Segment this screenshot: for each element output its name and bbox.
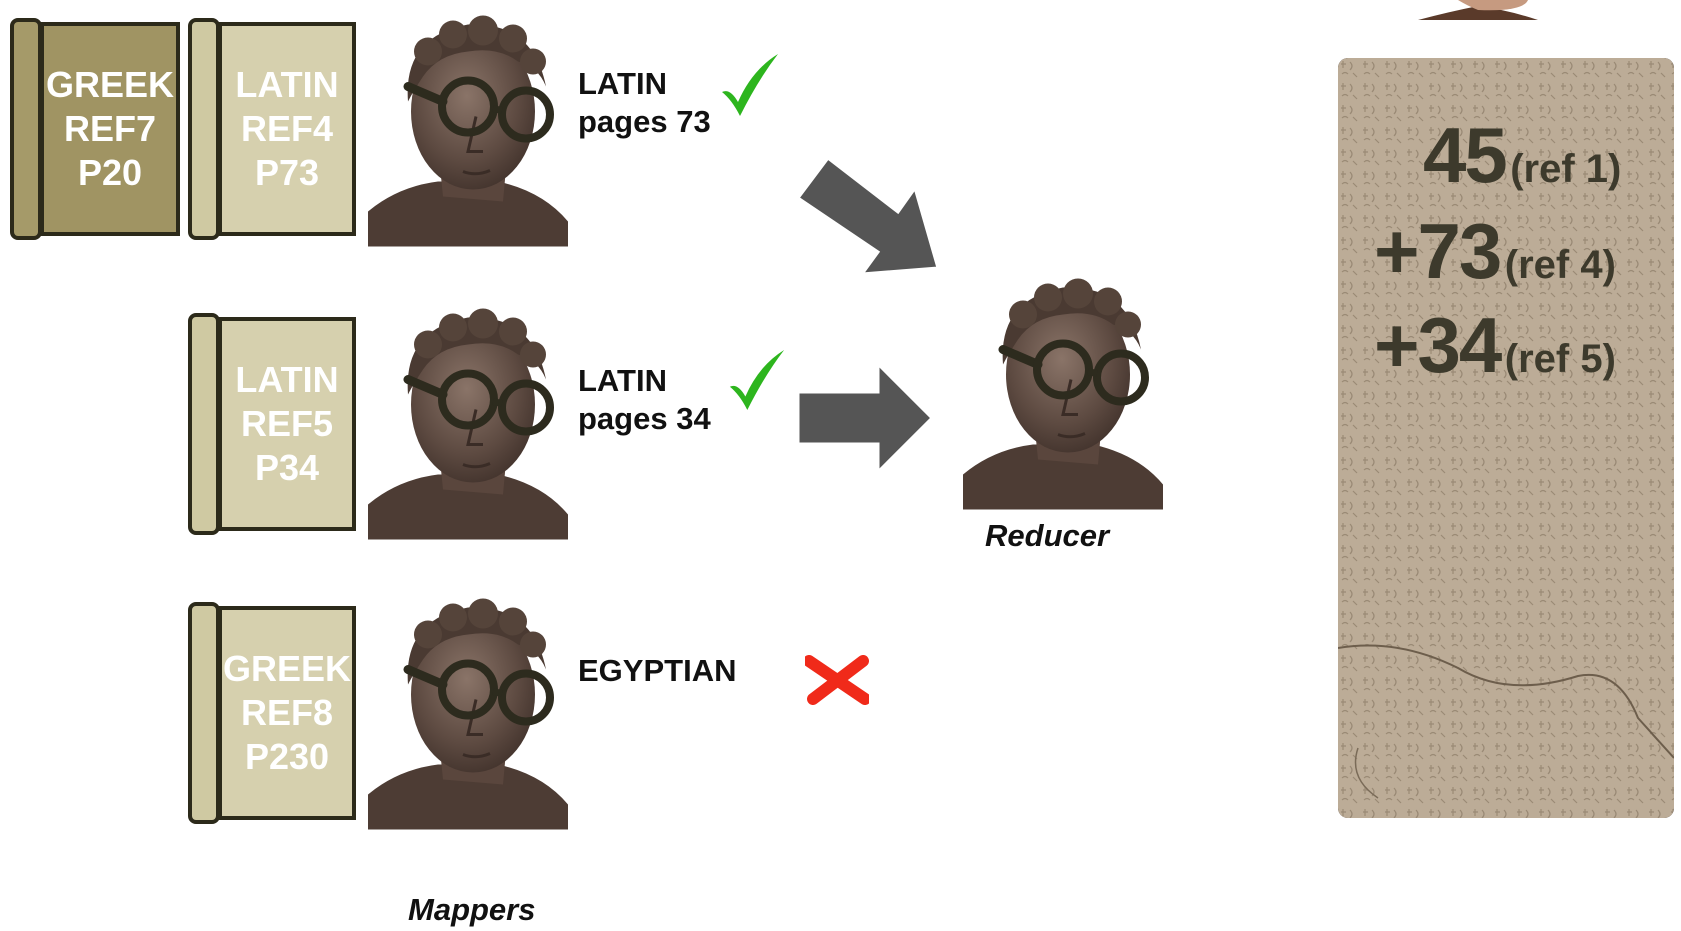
mapper-1-bust-icon [368,5,568,248]
tablet-row-value: +73 [1374,207,1500,295]
check-icon [718,52,782,118]
book-language: LATIN [235,358,338,402]
book-language: GREEK [46,63,174,107]
book-latin-ref4: LATIN REF4 P73 [188,18,356,240]
book-latin-ref5: LATIN REF5 P34 [188,313,356,535]
book-page: P20 [78,151,142,195]
mapper-3-language: EGYPTIAN [578,652,736,690]
book-cover: GREEK REF8 P230 [218,606,356,820]
book-language: GREEK [223,647,351,691]
book-page: P73 [255,151,319,195]
book-greek-ref8: GREEK REF8 P230 [188,602,356,824]
mapper-1-language: LATIN [578,65,711,103]
book-page: P34 [255,446,319,490]
mapper-1-pages: pages 73 [578,103,711,141]
tablet-row: +34 (ref 5) [1374,300,1674,391]
book-ref: REF4 [241,107,333,151]
arrow-diagonal-icon [790,150,950,280]
reducer-caption: Reducer [985,518,1109,554]
book-spine [188,18,220,240]
arrow-right-icon [796,362,936,474]
tablet-row-value: +34 [1374,301,1500,389]
mapper-3-bust-icon [368,588,568,831]
book-cover: LATIN REF5 P34 [218,317,356,531]
mapper-2-language: LATIN [578,362,711,400]
mapper-1-output: LATIN pages 73 [578,65,711,141]
book-cover: GREEK REF7 P20 [40,22,180,236]
tablet-row: 45 (ref 1) [1423,110,1674,201]
mapper-2-pages: pages 34 [578,400,711,438]
reducer-bust-icon [963,268,1163,511]
book-spine [188,602,220,824]
tablet-row-ref: (ref 4) [1505,243,1616,287]
book-cover: LATIN REF4 P73 [218,22,356,236]
tablet-row-value: 45 [1423,111,1506,199]
mapper-2-bust-icon [368,298,568,541]
book-language: LATIN [235,63,338,107]
stone-tablet: 45 (ref 1) +73 (ref 4) +34 (ref 5) [1338,58,1674,818]
mapper-3-output: EGYPTIAN [578,652,736,690]
tablet-row: +73 (ref 4) [1374,206,1674,297]
book-greek-ref7: GREEK REF7 P20 [10,18,180,240]
book-spine [188,313,220,535]
check-icon [726,348,788,412]
book-ref: REF5 [241,402,333,446]
tablet-row-ref: (ref 5) [1505,337,1616,381]
bust-fragment-icon [1418,0,1538,20]
book-ref: REF8 [241,691,333,735]
cross-icon [805,655,869,705]
book-spine [10,18,42,240]
mapper-2-output: LATIN pages 34 [578,362,711,438]
book-page: P230 [245,735,329,779]
book-ref: REF7 [64,107,156,151]
tablet-row-ref: (ref 1) [1510,147,1621,191]
mappers-caption: Mappers [408,892,535,928]
